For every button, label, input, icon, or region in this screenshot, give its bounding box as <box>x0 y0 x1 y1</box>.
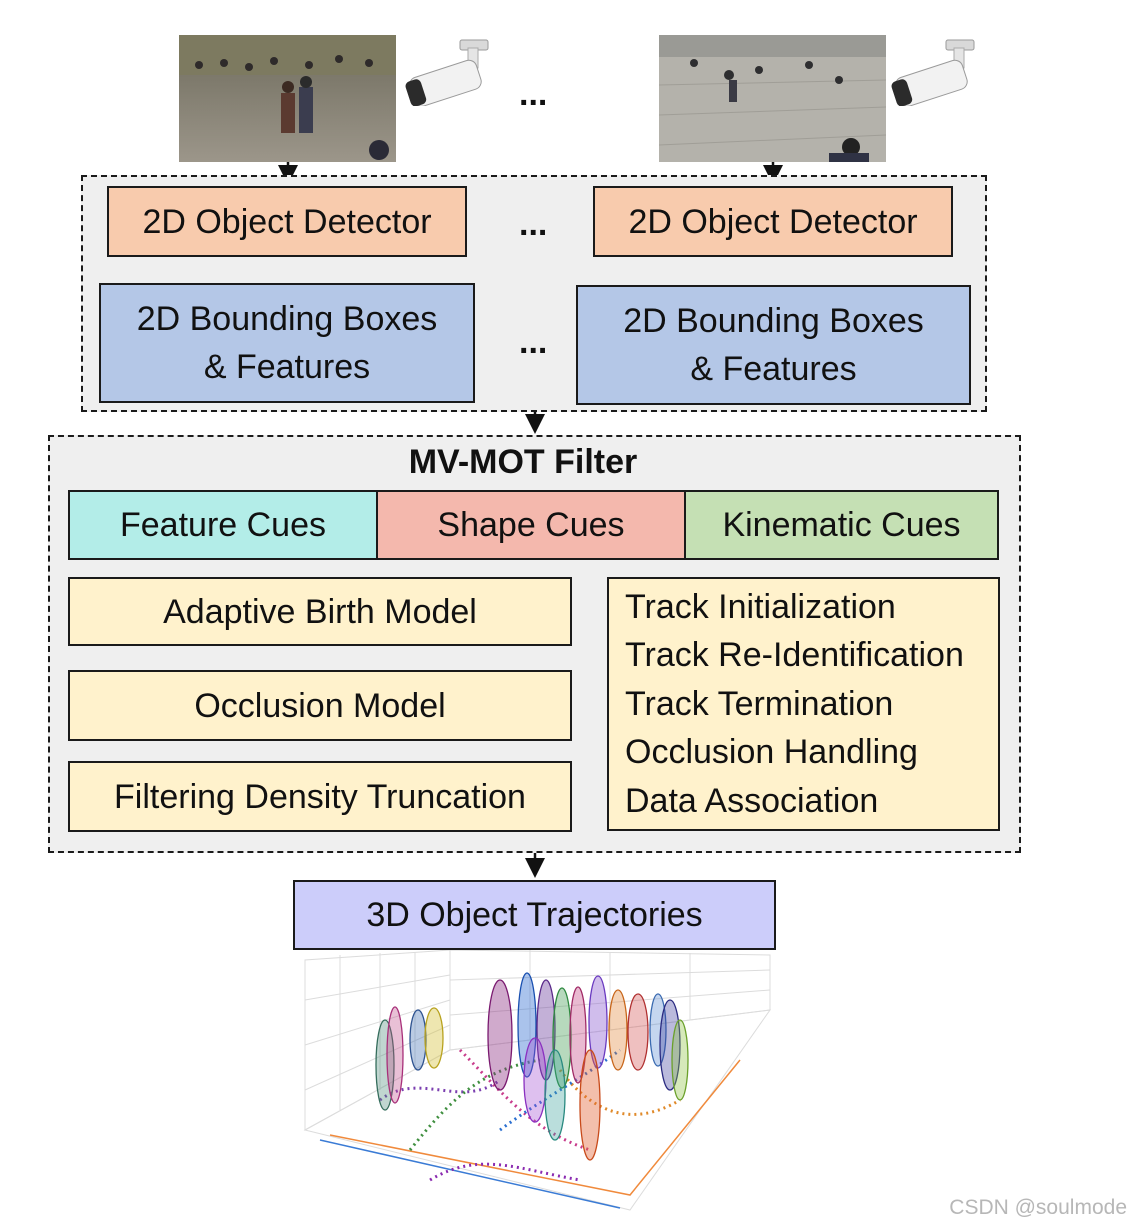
filtering-density-truncation-box: Filtering Density Truncation <box>68 761 572 832</box>
cctv-camera-icon-2 <box>888 38 976 107</box>
adaptive-birth-model-label: Adaptive Birth Model <box>163 592 477 631</box>
3d-object-trajectories-label: 3D Object Trajectories <box>366 896 703 934</box>
bounding-boxes-1-line1: 2D Bounding Boxes <box>136 300 438 338</box>
feature-cues-box: Feature Cues <box>68 490 378 560</box>
adaptive-birth-model-box: Adaptive Birth Model <box>68 577 572 646</box>
bounding-boxes-2: 2D Bounding Boxes & Features <box>576 285 971 405</box>
feature-cues-label: Feature Cues <box>120 506 326 544</box>
ellipsis-detectors: ... <box>519 205 548 243</box>
bounding-boxes-1: 2D Bounding Boxes & Features <box>99 283 475 403</box>
shape-cues-label: Shape Cues <box>437 506 625 544</box>
cctv-camera-icon-1 <box>402 38 490 107</box>
kinematic-cues-box: Kinematic Cues <box>684 490 999 560</box>
watermark: CSDN @soulmode <box>949 1196 1127 1219</box>
occlusion-model-label: Occlusion Model <box>194 686 446 725</box>
task-track-initialization: Track Initialization <box>625 587 896 626</box>
bounding-boxes-1-line2: & Features <box>203 348 371 386</box>
task-track-re-identification: Track Re-Identification <box>625 636 964 675</box>
occlusion-model-box: Occlusion Model <box>68 670 572 741</box>
bounding-boxes-2-line1: 2D Bounding Boxes <box>623 302 924 340</box>
detector-box-2: 2D Object Detector <box>593 186 953 257</box>
kinematic-cues-label: Kinematic Cues <box>722 506 961 544</box>
shape-cues-box: Shape Cues <box>376 490 686 560</box>
camera-frame-1 <box>179 35 396 162</box>
filtering-density-truncation-label: Filtering Density Truncation <box>114 777 526 816</box>
filter-title: MV-MOT Filter <box>408 443 638 481</box>
ellipsis-cameras: ... <box>519 75 548 113</box>
trajectory-plot-3d <box>300 949 780 1215</box>
detector-label-2: 2D Object Detector <box>628 202 918 241</box>
detector-box-1: 2D Object Detector <box>107 186 467 257</box>
ellipsis-boxes: ... <box>519 323 548 361</box>
task-track-termination: Track Termination <box>625 684 894 723</box>
detector-label-1: 2D Object Detector <box>142 202 432 241</box>
camera-frame-2 <box>658 35 887 162</box>
task-occlusion-handling: Occlusion Handling <box>625 733 918 772</box>
task-data-association: Data Association <box>625 781 879 820</box>
bounding-boxes-2-line2: & Features <box>690 350 857 388</box>
3d-object-trajectories-box: 3D Object Trajectories <box>293 880 776 950</box>
track-tasks-box: Track Initialization Track Re-Identifica… <box>607 577 1000 831</box>
